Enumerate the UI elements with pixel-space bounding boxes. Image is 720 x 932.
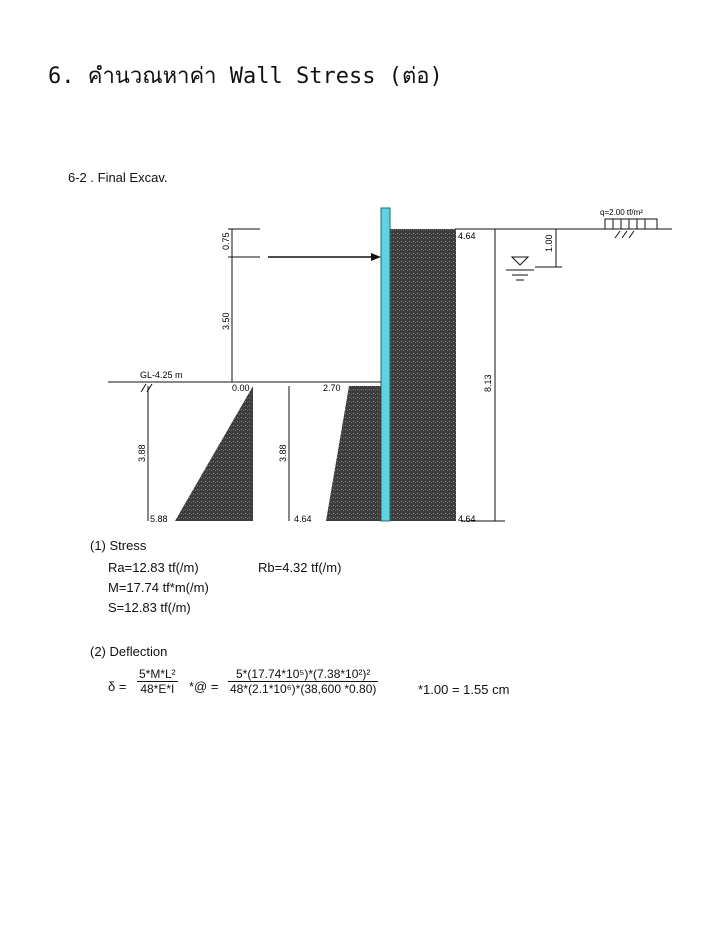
dim-strut-to-gl: 3.50 bbox=[221, 312, 231, 330]
moment-value: M=17.74 tf*m(/m) bbox=[108, 580, 209, 595]
deflection-title: (2) Deflection bbox=[90, 644, 168, 659]
passive-pressure-zone bbox=[175, 386, 253, 521]
formula-general-numerator: 5*M*L² bbox=[137, 667, 178, 682]
net-pressure-zone bbox=[326, 386, 381, 521]
gl-label: GL-4.25 m bbox=[140, 370, 183, 380]
pressure-bottom-value: 4.64 bbox=[458, 514, 476, 524]
water-table-icon bbox=[510, 256, 530, 266]
mid-top-value: 2.70 bbox=[323, 383, 341, 393]
wall-stress-diagram: q=2.00 tf/m² 1.00 4.64 4.64 8.13 0.75 3.… bbox=[108, 207, 672, 524]
pressure-top-value: 4.64 bbox=[458, 231, 476, 241]
delta-symbol: δ = bbox=[108, 679, 127, 694]
dim-water: 1.00 bbox=[544, 234, 554, 252]
page-title: 6. คำนวณหาค่า Wall Stress (ต่อ) bbox=[48, 64, 443, 89]
deflection-result: *1.00 = 1.55 cm bbox=[418, 682, 510, 697]
formula-general: 5*M*L² 48*E*I bbox=[137, 667, 178, 696]
active-pressure-zone bbox=[390, 229, 456, 521]
shear-value: S=12.83 tf(/m) bbox=[108, 600, 191, 615]
formula-substituted: 5*(17.74*10⁵)*(7.38*10²)² 48*(2.1*10⁶)*(… bbox=[228, 667, 379, 696]
rb-value: Rb=4.32 tf(/m) bbox=[258, 560, 342, 575]
stress-title: (1) Stress bbox=[90, 538, 147, 553]
dim-wall-height: 8.13 bbox=[483, 374, 493, 392]
passive-top-value: 0.00 bbox=[232, 383, 250, 393]
formula-substituted-denominator: 48*(2.1*10⁶)*(38,600 *0.80) bbox=[230, 682, 377, 696]
ra-value: Ra=12.83 tf(/m) bbox=[108, 560, 199, 575]
dim-left-depth: 3.88 bbox=[137, 444, 147, 462]
dim-mid-depth: 3.88 bbox=[278, 444, 288, 462]
surcharge-label: q=2.00 tf/m² bbox=[600, 208, 643, 217]
formula-substituted-numerator: 5*(17.74*10⁵)*(7.38*10²)² bbox=[228, 667, 379, 682]
retaining-wall bbox=[380, 207, 391, 522]
surcharge-block bbox=[604, 218, 658, 230]
formula-general-denominator: 48*E*I bbox=[140, 682, 175, 696]
passive-bottom-value: 5.88 bbox=[150, 514, 168, 524]
at-equals: *@ = bbox=[189, 679, 219, 694]
dim-top: 0.75 bbox=[221, 232, 231, 250]
mid-bottom-value: 4.64 bbox=[294, 514, 312, 524]
section-title: 6-2 . Final Excav. bbox=[68, 170, 168, 185]
